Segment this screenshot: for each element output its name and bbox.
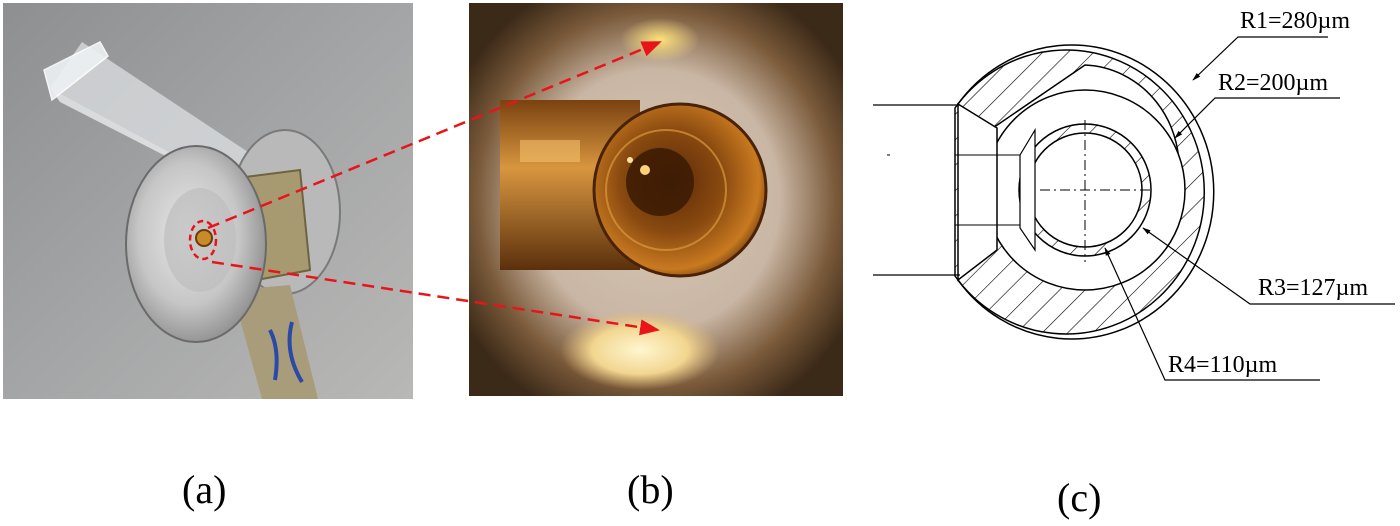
support-stick xyxy=(232,285,318,399)
light-spot-bottom xyxy=(560,310,720,390)
leader-r2 xyxy=(1174,97,1340,139)
photo-a xyxy=(3,3,413,399)
light-spot-top xyxy=(620,18,700,62)
label-r2: R2=200µm xyxy=(1218,70,1328,96)
sample-tip xyxy=(195,229,213,247)
label-r3: R3=127µm xyxy=(1258,275,1368,301)
leader-r4 xyxy=(1104,247,1320,381)
caption-c: (c) xyxy=(1057,475,1102,520)
zoom-arrow-top xyxy=(207,40,662,230)
leader-r3 xyxy=(1142,227,1395,305)
label-r4: R4=110µm xyxy=(1168,352,1277,378)
photo-b xyxy=(469,3,843,396)
label-r1: R1=280µm xyxy=(1240,8,1350,34)
caption-a: (a) xyxy=(182,467,227,512)
caption-b: (b) xyxy=(627,467,674,512)
highlight-circle xyxy=(188,219,218,261)
cross-section-drawing: R1=280µm R2=200µm R3=127µm R4=110µm xyxy=(873,8,1395,381)
leader-r1 xyxy=(1192,36,1328,81)
